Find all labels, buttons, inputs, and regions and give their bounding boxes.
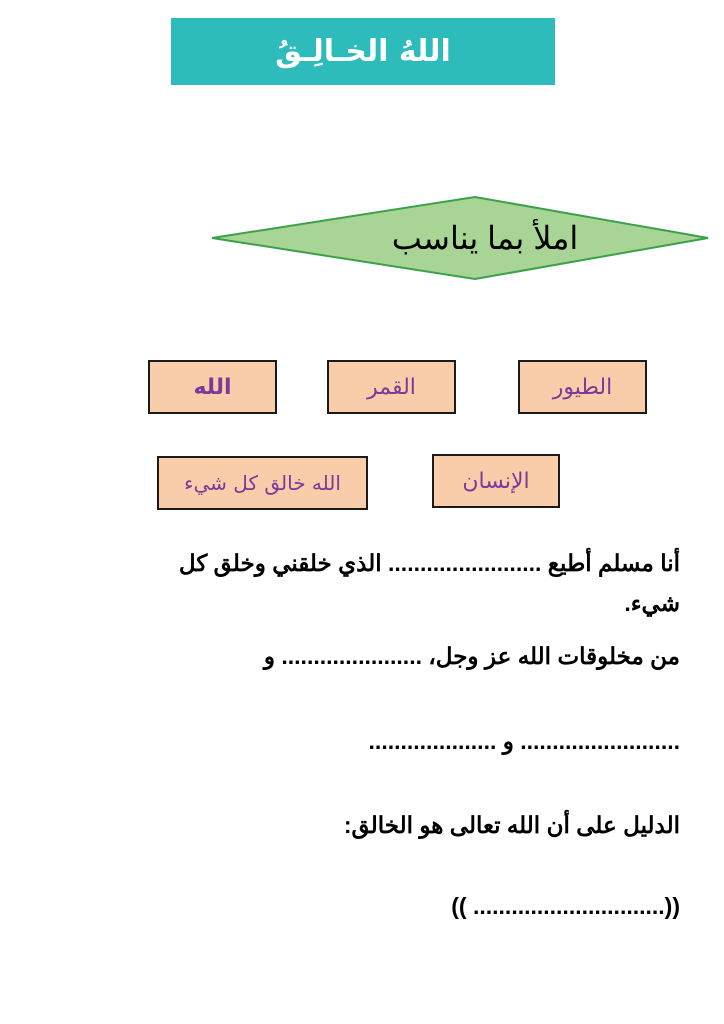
word-label: الطيور <box>552 374 613 400</box>
exercise-line-2: من مخلوقات الله عز وجل، ................… <box>263 643 680 669</box>
exercise-line-5: ((.............................. )) <box>451 893 680 919</box>
word-box-allah-creator: الله خالق كل شيء <box>157 456 368 510</box>
page-title: اللهُ الخـالِـقُ <box>275 34 451 69</box>
diamond-shape-icon <box>211 195 709 281</box>
exercise-line-4: الدليل على أن الله تعالى هو الخالق: <box>343 812 680 838</box>
exercise-line-3: ......................... و ............… <box>368 728 680 754</box>
exercise-line-1: أنا مسلم أطيع ........................ ا… <box>178 550 680 576</box>
word-label: الله <box>193 374 232 400</box>
word-box-allah: الله <box>148 360 277 414</box>
word-label: الله خالق كل شيء <box>184 471 341 495</box>
title-banner: اللهُ الخـالِـقُ <box>171 18 555 85</box>
word-box-birds: الطيور <box>518 360 647 414</box>
instruction-diamond: املأ بما يناسب <box>210 195 710 281</box>
word-label: الإنسان <box>462 468 530 494</box>
instruction-label: املأ بما يناسب <box>391 220 579 256</box>
word-label: القمر <box>367 374 416 400</box>
word-box-moon: القمر <box>327 360 456 414</box>
word-box-human: الإنسان <box>432 454 560 508</box>
exercise-line-1-continued: شيء. <box>624 590 680 616</box>
